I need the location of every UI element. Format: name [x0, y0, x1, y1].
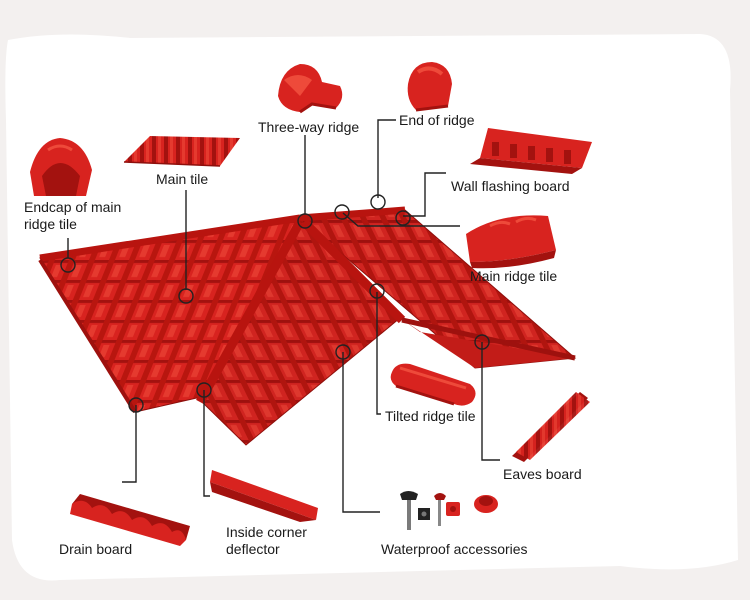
- leader-lines: [67, 119, 500, 513]
- waterproof-screw-icon: [400, 491, 446, 530]
- endcap-tile-icon: [30, 138, 92, 196]
- label-main-tile: Main tile: [156, 171, 209, 187]
- label-endcap-of-main-ridge-tile: Endcap of main ridge tile: [24, 199, 122, 232]
- label-eaves-board: Eaves board: [503, 466, 582, 482]
- label-main-ridge-tile: Main ridge tile: [470, 268, 558, 284]
- label-waterproof-accessories: Waterproof accessories: [381, 541, 528, 557]
- three-way-ridge-icon: [278, 64, 343, 114]
- label-inside-corner-deflector: Inside corner deflector: [226, 524, 307, 557]
- eaves-board-icon: [512, 392, 590, 462]
- tilted-ridge-tile-icon: [390, 363, 476, 406]
- main-tile-icon: [123, 136, 240, 167]
- roof-lower-strip: [400, 318, 575, 368]
- tilted-ridge-left: [196, 219, 304, 405]
- label-drain-board: Drain board: [59, 541, 133, 557]
- main-ridge: [39, 214, 301, 262]
- label-end-of-ridge: End of ridge: [399, 112, 475, 128]
- drain-board-icon: [70, 494, 190, 546]
- main-ridge-right: [299, 206, 406, 222]
- marker-circles: [60, 194, 490, 413]
- waterproof-cap-icon: [418, 495, 498, 520]
- label-wall-flashing-board: Wall flashing board: [451, 178, 570, 194]
- eaves-left: [38, 258, 137, 414]
- main-ridge-tile-icon: [466, 215, 556, 269]
- end-of-ridge-icon: [407, 62, 452, 112]
- tilted-ridge-right: [300, 218, 406, 324]
- label-three-way-ridge: Three-way ridge: [258, 119, 360, 135]
- label-tilted-ridge-tile: Tilted ridge tile: [385, 408, 476, 424]
- wall-flashing-icon: [470, 128, 592, 174]
- inside-corner-deflector-icon: [210, 470, 318, 522]
